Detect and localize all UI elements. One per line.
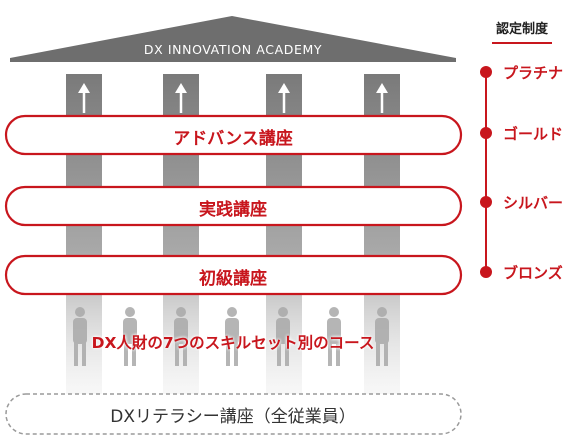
roof xyxy=(10,16,456,62)
level-bar-practical xyxy=(4,185,463,227)
level-label-practical: 実践講座 xyxy=(199,200,267,220)
up-arrow-icon xyxy=(278,83,290,113)
literacy-box xyxy=(5,393,462,435)
people xyxy=(73,307,389,366)
dot-icon xyxy=(480,266,492,278)
dot-icon xyxy=(480,66,492,78)
person-icon xyxy=(123,307,137,366)
person-icon xyxy=(73,307,87,366)
dot-icon xyxy=(480,127,492,139)
up-arrows xyxy=(78,83,388,113)
up-arrow-icon xyxy=(376,83,388,113)
person-icon xyxy=(225,307,239,366)
person-icon xyxy=(174,307,188,366)
level-bar-beginner xyxy=(4,254,463,296)
person-icon xyxy=(276,307,290,366)
level-label-beginner: 初級講座 xyxy=(199,269,267,289)
cert-title: 認定制度 xyxy=(492,18,552,44)
cert-level-bronze: ブロンズ xyxy=(503,264,563,282)
person-icon xyxy=(327,307,341,366)
up-arrow-icon xyxy=(78,83,90,113)
level-label-advanced: アドバンス講座 xyxy=(173,129,293,149)
level-bar-advanced xyxy=(4,114,463,156)
person-icon xyxy=(375,307,389,366)
up-arrow-icon xyxy=(175,83,187,113)
literacy-label: DXリテラシー講座（全従業員） xyxy=(110,407,356,427)
dot-icon xyxy=(480,196,492,208)
academy-title: DX INNOVATION ACADEMY xyxy=(143,42,323,57)
cert-level-silver: シルバー xyxy=(503,194,564,212)
course-label: DX人財の7つのスキルセット別のコース xyxy=(91,334,375,352)
cert-level-platinum: プラチナ xyxy=(503,64,564,82)
cert-level-gold: ゴールド xyxy=(503,125,564,143)
